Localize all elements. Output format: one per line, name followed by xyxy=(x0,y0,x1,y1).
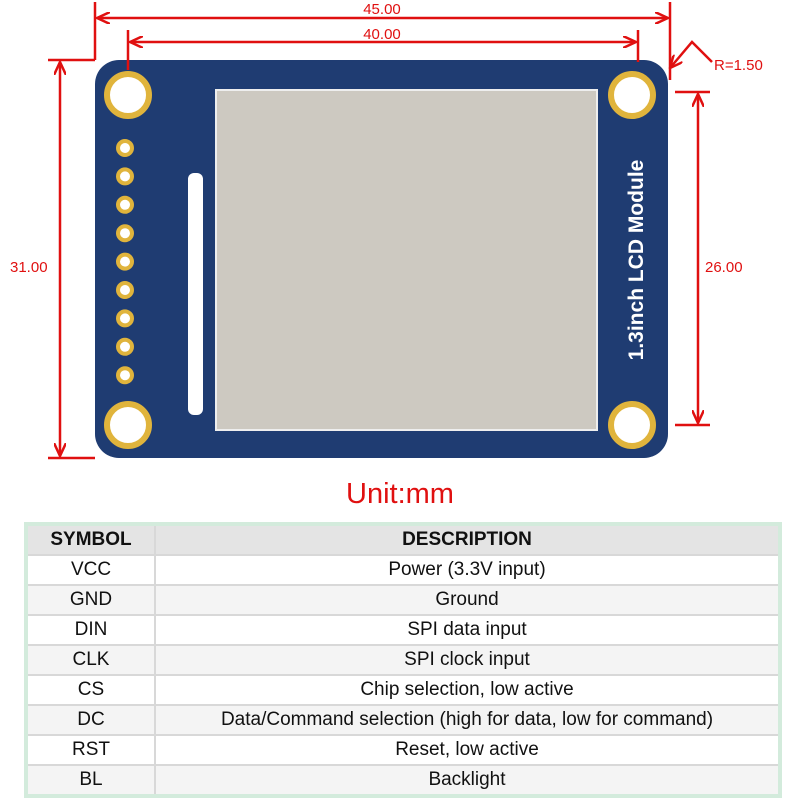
module-title: 1.3inch LCD Module xyxy=(625,160,648,361)
dim-45: 45.00 xyxy=(363,1,401,18)
dimension-lines xyxy=(48,2,713,460)
description-cell: Reset, low active xyxy=(154,734,781,766)
description-cell: Backlight xyxy=(154,764,781,797)
pin-pad xyxy=(116,309,134,328)
dim-31: 31.00 xyxy=(10,259,48,276)
module-drawing: 1.3inch LCD Module 45.00 40.00 31.00 26.… xyxy=(10,1,763,460)
mounting-holes xyxy=(104,71,656,449)
pin-pad xyxy=(116,252,134,271)
pin-header xyxy=(116,139,134,385)
dim-40: 40.00 xyxy=(363,26,401,43)
description-cell: Data/Command selection (high for data, l… xyxy=(154,704,781,736)
pin-pad xyxy=(116,366,134,385)
header-symbol: SYMBOL xyxy=(25,523,156,556)
lcd-screen xyxy=(215,89,598,431)
description-cell: Power (3.3V input) xyxy=(154,554,781,586)
symbol-cell: DC xyxy=(25,704,156,736)
pin-pad xyxy=(116,139,134,157)
pin-pad xyxy=(116,167,134,186)
symbol-cell: BL xyxy=(25,764,156,797)
table-header: SYMBOL DESCRIPTION xyxy=(25,523,781,556)
symbol-cell: GND xyxy=(25,584,156,616)
symbol-cell: CS xyxy=(25,674,156,706)
description-cell: Ground xyxy=(154,584,781,616)
mounting-hole xyxy=(608,401,656,449)
symbol-cell: CLK xyxy=(25,644,156,676)
header-description: DESCRIPTION xyxy=(154,523,781,556)
dim-radius: R=1.50 xyxy=(714,57,763,74)
mounting-hole xyxy=(104,401,152,449)
symbol-cell: VCC xyxy=(25,554,156,586)
fpc-slot xyxy=(188,173,203,415)
description-cell: SPI data input xyxy=(154,614,781,646)
dim-26: 26.00 xyxy=(705,259,743,276)
pin-pad xyxy=(116,337,134,356)
pin-pad xyxy=(116,224,134,243)
unit-label: Unit:mm xyxy=(346,478,454,510)
pin-pad xyxy=(116,195,134,214)
symbol-cell: DIN xyxy=(25,614,156,646)
description-cell: SPI clock input xyxy=(154,644,781,676)
description-cell: Chip selection, low active xyxy=(154,674,781,706)
symbol-cell: RST xyxy=(25,734,156,766)
mounting-hole xyxy=(104,71,152,119)
pin-pad xyxy=(116,281,134,299)
mounting-hole xyxy=(608,71,656,119)
